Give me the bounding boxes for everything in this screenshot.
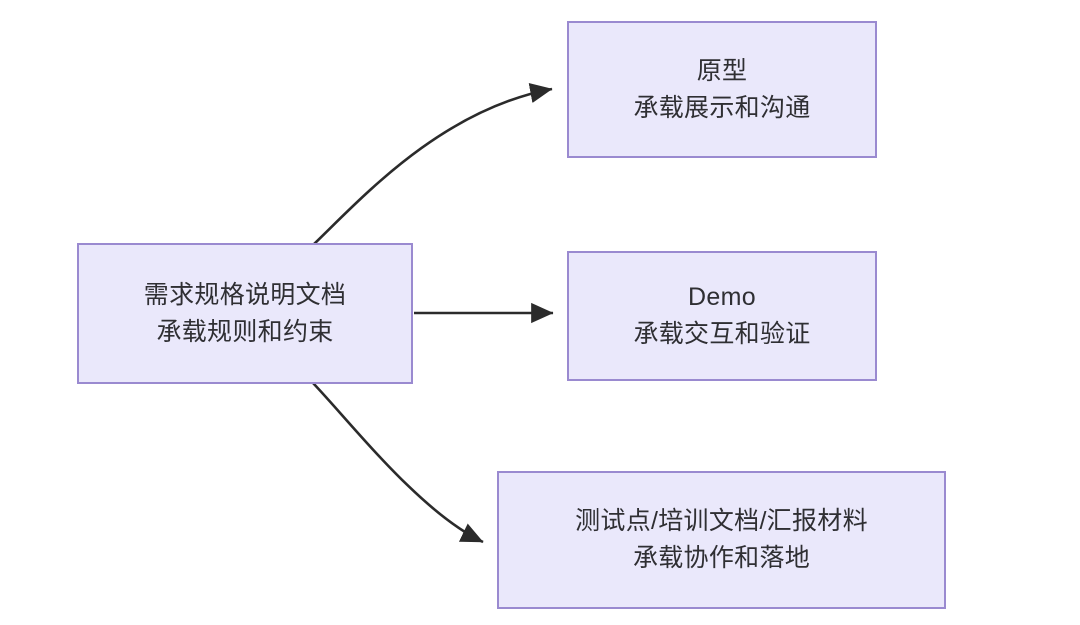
node-line: 原型 xyxy=(696,56,748,85)
node-prototype[interactable]: 原型 承载展示和沟通 xyxy=(567,21,877,158)
node-line: 需求规格说明文档 xyxy=(143,280,347,309)
edge-spec-to-assets xyxy=(312,382,484,544)
node-test-training-report-assets[interactable]: 测试点/培训文档/汇报材料 承载协作和落地 xyxy=(497,471,946,609)
node-requirement-spec-document[interactable]: 需求规格说明文档 承载规则和约束 xyxy=(77,243,413,384)
node-line: 承载展示和沟通 xyxy=(633,93,811,122)
node-line: 测试点/培训文档/汇报材料 xyxy=(575,507,868,535)
node-line: 承载规则和约束 xyxy=(156,317,334,346)
edge-spec-to-prototype xyxy=(312,83,553,246)
node-line: 承载交互和验证 xyxy=(633,320,811,348)
node-demo[interactable]: Demo 承载交互和验证 xyxy=(567,251,877,381)
node-line: Demo xyxy=(688,283,756,311)
node-line: 承载协作和落地 xyxy=(632,544,811,572)
